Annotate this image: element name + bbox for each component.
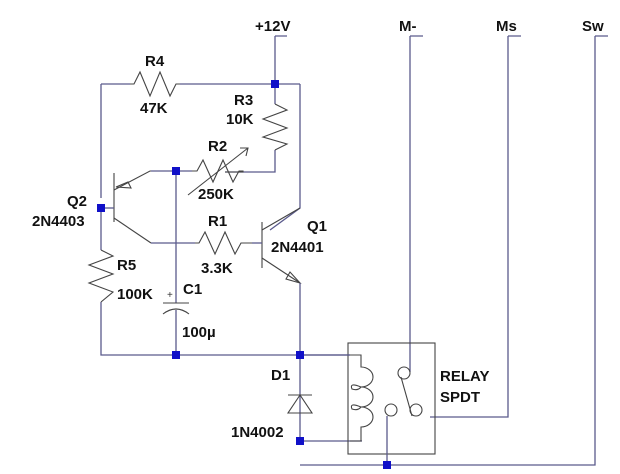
relay-label-line2: SPDT (440, 389, 480, 406)
c1-plus-mark: + (167, 290, 173, 301)
relay-label-line1: RELAY (440, 368, 489, 385)
c1-ref: C1 (183, 281, 202, 298)
net-label-m-minus: M- (399, 18, 423, 372)
transistor-q2: Q2 2N4403 (32, 170, 152, 244)
q1-value: 2N4401 (271, 239, 324, 256)
r1-value: 3.3K (201, 260, 233, 277)
vcc-label-text: +12V (255, 18, 290, 35)
q1-ref: Q1 (307, 218, 327, 235)
r3-value: 10K (226, 111, 254, 128)
r4-value: 47K (140, 100, 168, 117)
top-rail-wire (100, 83, 300, 198)
net-label-ms: Ms (430, 18, 521, 418)
r2-value: 250K (198, 186, 234, 203)
r5-value: 100K (117, 286, 153, 303)
capacitor-c1: + C1 100µ (162, 281, 216, 341)
junction-dot (296, 437, 304, 445)
junction-dot (97, 204, 105, 212)
net-label-vcc: +12V (255, 18, 290, 84)
junction-dot (172, 167, 180, 175)
r3-ref: R3 (234, 92, 253, 109)
junction-dot (172, 351, 180, 359)
resistor-r4: R4 47K (130, 53, 180, 117)
c1-value: 100µ (182, 324, 216, 341)
r4-ref: R4 (145, 53, 165, 70)
junction-dot (296, 351, 304, 359)
ms-label-text: Ms (496, 18, 517, 35)
m-minus-label-text: M- (399, 18, 417, 35)
net-label-sw: Sw (300, 18, 608, 466)
resistor-r1: R1 3.3K (195, 213, 252, 277)
junction-dot (271, 80, 279, 88)
r5-ref: R5 (117, 257, 136, 274)
q2-ref: Q2 (67, 193, 87, 210)
d1-ref: D1 (271, 367, 290, 384)
potentiometer-r2: R2 250K (187, 138, 249, 203)
r1-ref: R1 (208, 213, 227, 230)
q2-value: 2N4403 (32, 213, 85, 230)
transistor-q1: Q1 2N4401 (252, 207, 327, 285)
sw-label-text: Sw (582, 18, 604, 35)
diode-d1: D1 1N4002 (231, 367, 314, 441)
resistor-r5: R5 100K (87, 249, 153, 303)
r2-ref: R2 (208, 138, 227, 155)
junction-dot (383, 461, 391, 469)
d1-value: 1N4002 (231, 424, 284, 441)
r5-wire (100, 208, 350, 356)
relay-spdt: RELAY SPDT (347, 342, 489, 465)
resistor-r3: R3 10K (226, 92, 289, 151)
